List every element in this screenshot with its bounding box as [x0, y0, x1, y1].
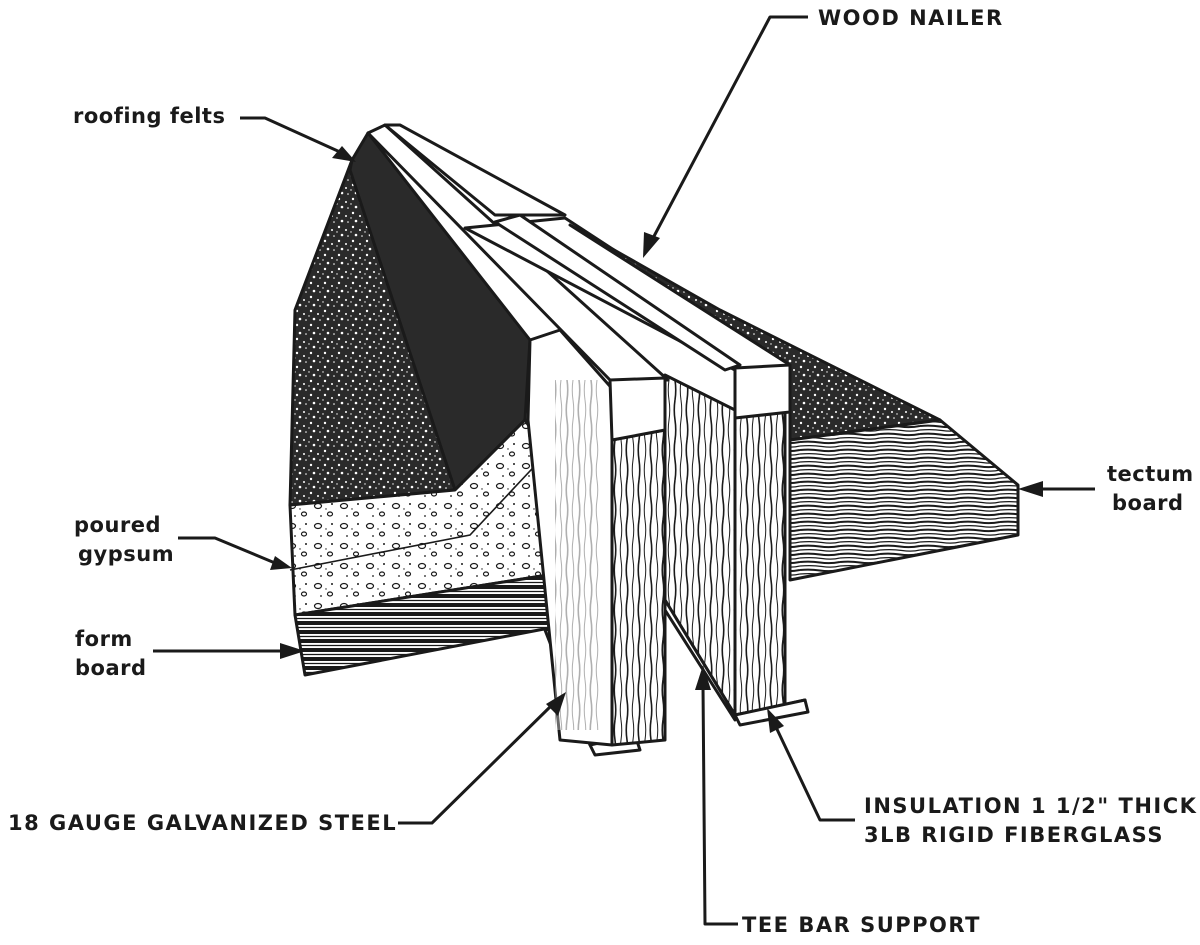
leader-tectum-board: [1018, 481, 1095, 497]
leader-wood-nailer: [643, 15, 808, 258]
label-insulation-line2: 3LB RIGID FIBERGLASS: [864, 823, 1164, 847]
left-roof-surface: [288, 131, 532, 507]
label-wood-nailer: WOOD NAILER: [818, 6, 1004, 30]
insulation-board-left: [610, 428, 667, 747]
label-roofing-felts: roofing felts: [73, 104, 225, 128]
insulation-board-right: [733, 408, 787, 717]
leader-galvanized-steel: [398, 692, 566, 825]
leader-poured-gypsum: [178, 536, 292, 570]
label-tee-bar-support: TEE BAR SUPPORT: [742, 913, 981, 937]
leader-roofing-felts: [240, 116, 356, 162]
tectum-board-layer: [788, 418, 1020, 582]
leader-insulation: [767, 708, 855, 822]
label-form-board-line2: board: [75, 656, 147, 680]
label-tectum-board-line1: tectum: [1107, 462, 1194, 486]
leader-form-board: [153, 643, 305, 659]
leader-tee-bar-support: [695, 665, 738, 926]
label-form-board-line1: form: [75, 627, 133, 651]
label-poured-gypsum-line2: gypsum: [78, 542, 174, 566]
label-galvanized-steel: 18 GAUGE GALVANIZED STEEL: [8, 811, 397, 835]
label-poured-gypsum-line1: poured: [74, 513, 161, 537]
steel-flange-right: [663, 598, 810, 727]
label-tectum-board-line2: board: [1112, 491, 1184, 515]
label-insulation-line1: INSULATION 1 1/2" THICK: [864, 794, 1197, 818]
